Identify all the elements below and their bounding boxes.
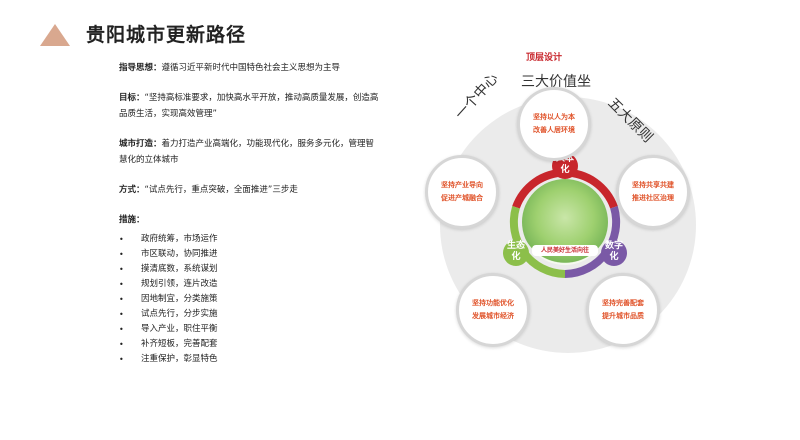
title-triangle-icon bbox=[40, 24, 70, 46]
goal-text: “坚持高标准要求，加快高水平开放，推动高质量发展，创造高品质生活，实现高效管理” bbox=[119, 93, 379, 119]
content-panel: 指导思想：遵循习近平新时代中国特色社会主义思想为主导 目标：“坚持高标准要求，加… bbox=[119, 60, 379, 367]
satellite-text: 坚持功能优化 bbox=[472, 299, 514, 307]
list-item: 试点先行，分步实施 bbox=[119, 307, 379, 322]
list-item: 政府统筹，市场运作 bbox=[119, 232, 379, 247]
top-level-design-diagram: 顶层设计 三大价值坐标 一个中心 五大原则 人民美好生活向往 人本化 生态化 数… bbox=[410, 45, 720, 375]
list-item: 导入产业，职住平衡 bbox=[119, 322, 379, 337]
top-design-label: 顶层设计 bbox=[526, 53, 563, 63]
measures-title: 措施： bbox=[119, 215, 145, 225]
satellite-text: 推进社区治理 bbox=[632, 194, 674, 202]
ring-chart bbox=[503, 153, 627, 278]
satellite-text: 改善人居环境 bbox=[533, 126, 575, 134]
eco-node bbox=[503, 240, 529, 266]
list-item: 补齐短板，完善配套 bbox=[119, 337, 379, 352]
digital-label: 数字化 bbox=[605, 241, 624, 262]
satellite-community: 坚持共享共建 推进社区治理 bbox=[616, 155, 690, 229]
method-label: 方式： bbox=[119, 185, 145, 195]
satellite-text: 坚持完善配套 bbox=[602, 299, 644, 307]
satellite-facilities: 坚持完善配套 提升城市品质 bbox=[586, 273, 660, 347]
satellite-industry: 坚持产业导向 促进产城融合 bbox=[425, 155, 499, 229]
build-paragraph: 城市打造：着力打造产业高端化，功能现代化，服务多元化，管理智慧化的立体城市 bbox=[119, 136, 379, 168]
list-item: 规划引领，连片改造 bbox=[119, 277, 379, 292]
guide-text: 遵循习近平新时代中国特色社会主义思想为主导 bbox=[161, 63, 341, 73]
guide-paragraph: 指导思想：遵循习近平新时代中国特色社会主义思想为主导 bbox=[119, 60, 379, 76]
digital-node bbox=[601, 240, 627, 266]
list-item: 市区联动，协同推进 bbox=[119, 247, 379, 262]
satellite-text: 发展城市经济 bbox=[472, 312, 514, 320]
satellite-text: 坚持产业导向 bbox=[441, 181, 483, 189]
satellite-text: 促进产城融合 bbox=[441, 194, 483, 202]
build-label: 城市打造： bbox=[119, 139, 162, 149]
goal-label: 目标： bbox=[119, 93, 145, 103]
goal-paragraph: 目标：“坚持高标准要求，加快高水平开放，推动高质量发展，创造高品质生活，实现高效… bbox=[119, 90, 379, 122]
satellite-text: 坚持共享共建 bbox=[632, 181, 674, 189]
method-paragraph: 方式：“试点先行，重点突破，全面推进”三步走 bbox=[119, 182, 379, 198]
list-item: 摸清底数，系统谋划 bbox=[119, 262, 379, 277]
list-item: 注重保护，彰显特色 bbox=[119, 352, 379, 367]
satellite-people-first: 坚持以人为本 改善人居环境 bbox=[517, 87, 591, 161]
satellite-text: 提升城市品质 bbox=[602, 312, 644, 320]
measures-list: 政府统筹，市场运作 市区联动，协同推进 摸清底数，系统谋划 规划引领，连片改造 … bbox=[119, 232, 379, 367]
build-text: 着力打造产业高端化，功能现代化，服务多元化，管理智慧化的立体城市 bbox=[119, 139, 375, 165]
method-text: “试点先行，重点突破，全面推进”三步走 bbox=[144, 185, 298, 195]
list-item: 因地制宜，分类施策 bbox=[119, 292, 379, 307]
ring-segment-people bbox=[512, 168, 618, 209]
guide-label: 指导思想： bbox=[119, 63, 162, 73]
satellite-text: 坚持以人为本 bbox=[533, 113, 575, 121]
eco-label: 生态化 bbox=[507, 241, 526, 262]
page-title: 贵阳城市更新路径 bbox=[86, 24, 247, 46]
satellite-function: 坚持功能优化 发展城市经济 bbox=[456, 273, 530, 347]
center-ring-text: 人民美好生活向往 bbox=[532, 245, 598, 256]
